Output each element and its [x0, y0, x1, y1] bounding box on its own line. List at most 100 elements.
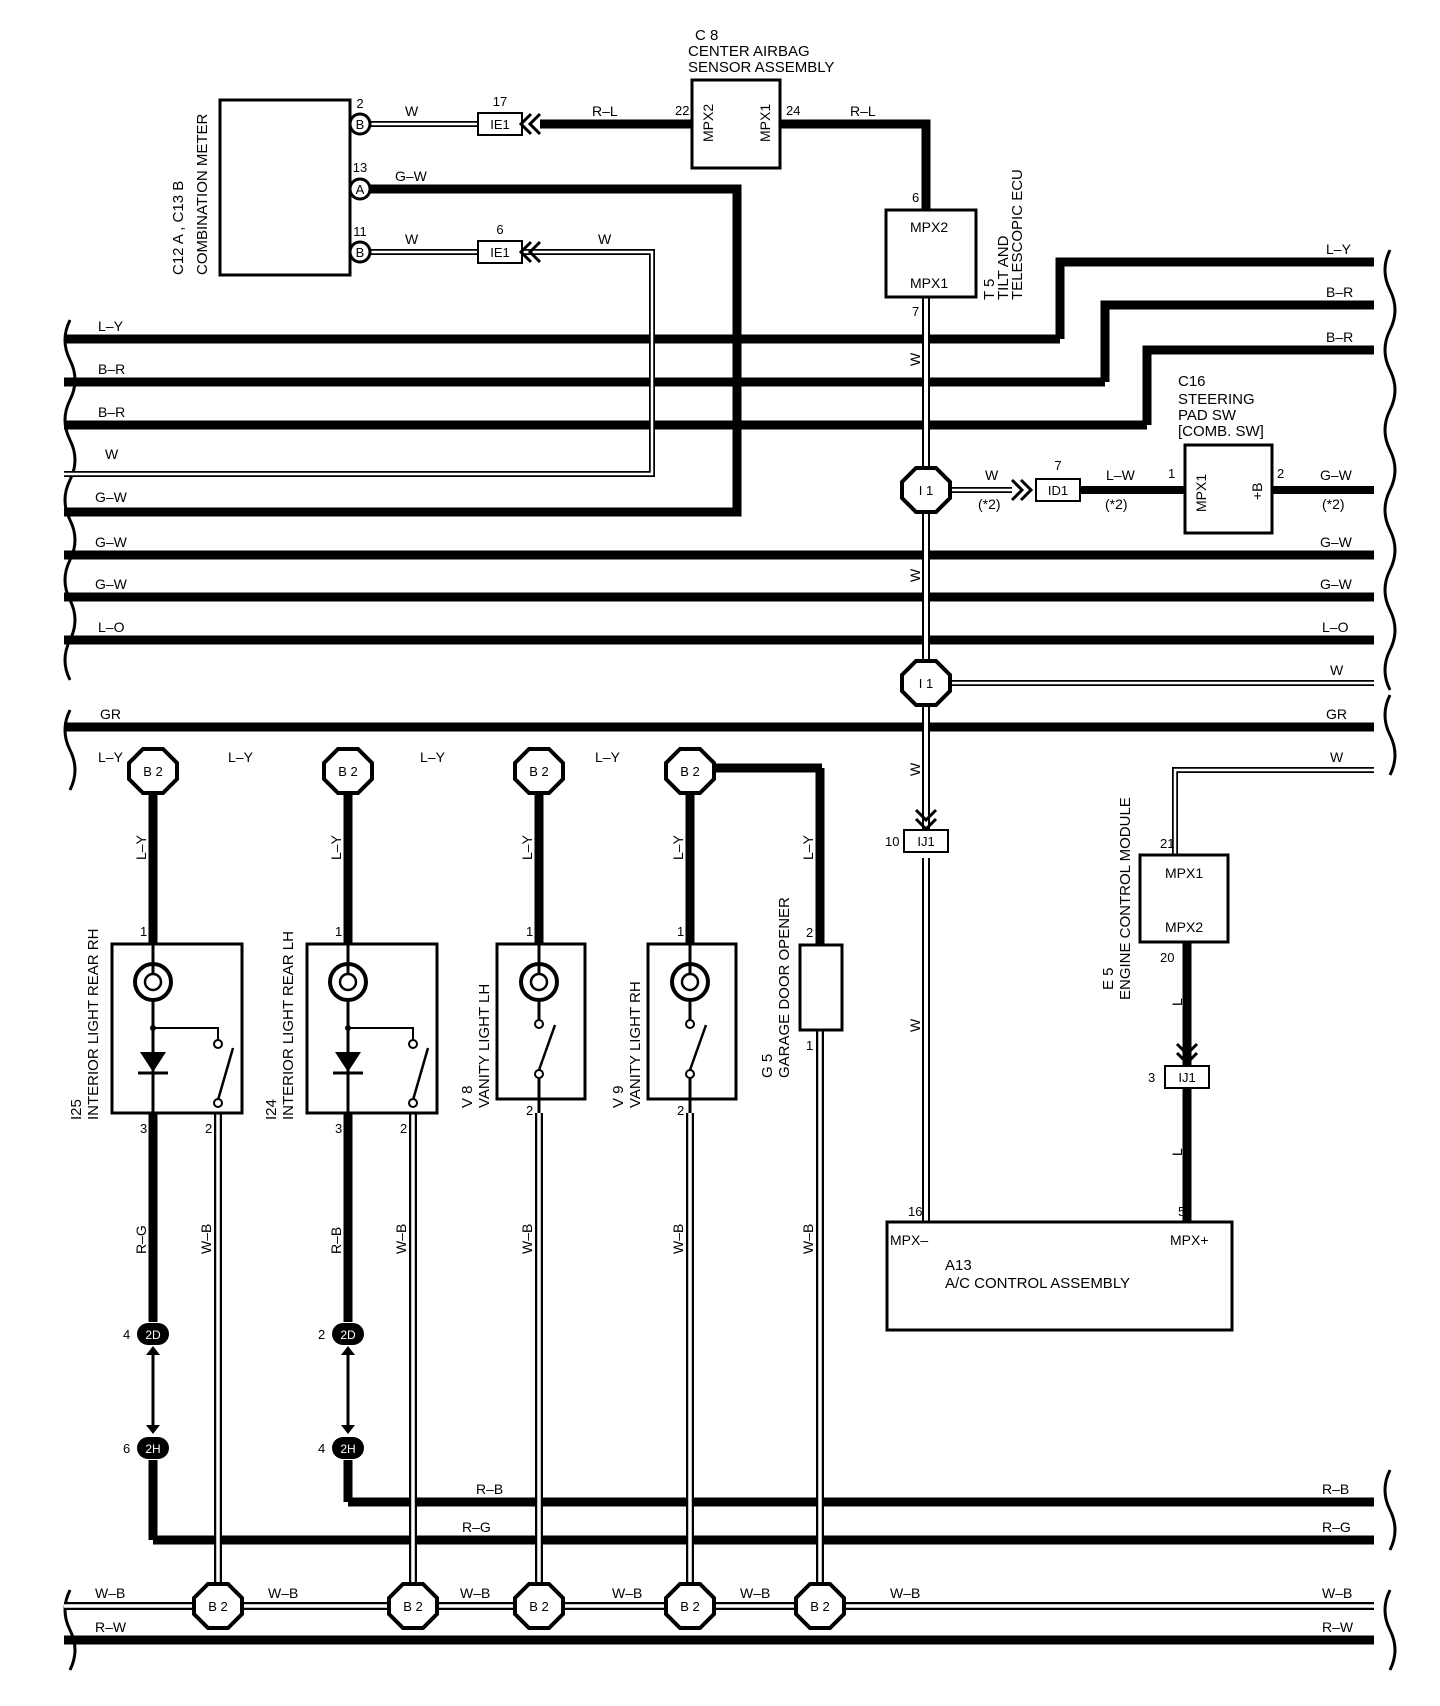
svg-text:(*2): (*2): [1322, 496, 1345, 512]
ac-pin-left: 16: [908, 1204, 922, 1219]
svg-text:2: 2: [400, 1121, 407, 1136]
garage-door-opener-box: [798, 943, 844, 1032]
svg-text:GR: GR: [1326, 706, 1347, 722]
svg-text:(*2): (*2): [1105, 496, 1128, 512]
airbag-mpx2: MPX2: [700, 104, 716, 142]
ac-mpx-plus: MPX+: [1170, 1232, 1209, 1248]
svg-text:W: W: [907, 762, 923, 776]
g5-id: G 5: [759, 1054, 776, 1078]
svg-text:L–Y: L–Y: [133, 834, 149, 860]
svg-text:B–R: B–R: [98, 404, 125, 420]
airbag-sensor-name1: CENTER AIRBAG: [688, 43, 810, 60]
splice-b2: B 2: [513, 747, 565, 795]
svg-text:B 2: B 2: [338, 764, 358, 779]
svg-text:W–B: W–B: [800, 1224, 816, 1254]
svg-text:2: 2: [205, 1121, 212, 1136]
svg-text:3: 3: [140, 1121, 147, 1136]
svg-text:3: 3: [335, 1121, 342, 1136]
steering-pin-right: 2: [1277, 466, 1284, 481]
steering-pad-box: [1183, 443, 1274, 535]
airbag-pin-left: 22: [675, 103, 689, 118]
splice-b2: B 2: [794, 1582, 846, 1630]
tilt-mpx1: MPX1: [910, 275, 948, 291]
ecm-id: E 5: [1100, 967, 1117, 990]
svg-text:L–O: L–O: [98, 619, 125, 635]
svg-text:R–L: R–L: [592, 103, 618, 119]
svg-text:B: B: [356, 117, 365, 132]
svg-text:W–B: W–B: [95, 1585, 125, 1601]
svg-text:7: 7: [1054, 458, 1061, 473]
svg-text:L–Y: L–Y: [800, 834, 816, 860]
svg-text:(*2): (*2): [978, 496, 1001, 512]
svg-text:B 2: B 2: [143, 764, 163, 779]
connector-2h-lh: 2H 4: [318, 1437, 364, 1459]
connector-2d-lh: 2D 2: [318, 1323, 364, 1345]
steering-name3: [COMB. SW]: [1178, 423, 1264, 440]
ac-id: A13: [945, 1257, 972, 1274]
splice-b2: B 2: [322, 747, 374, 795]
svg-text:2H: 2H: [145, 1442, 160, 1456]
svg-text:L–Y: L–Y: [328, 834, 344, 860]
i25-id: I25: [68, 1099, 85, 1120]
steering-name1: STEERING: [1178, 391, 1255, 408]
airbag-mpx1: MPX1: [757, 104, 773, 142]
combination-meter-name: COMBINATION METER: [194, 113, 211, 275]
svg-text:R–G: R–G: [1322, 1519, 1351, 1535]
svg-text:B–R: B–R: [1326, 284, 1353, 300]
gw-wire-meter13: [64, 184, 742, 517]
svg-text:IE1: IE1: [490, 117, 510, 132]
combination-meter-ids: C12 A , C13 B: [170, 181, 187, 275]
svg-text:G–W: G–W: [95, 576, 128, 592]
svg-text:L–Y: L–Y: [519, 834, 535, 860]
splice-row-top: B 2 B 2 B 2 B 2: [127, 747, 716, 795]
svg-text:W: W: [907, 352, 923, 366]
airbag-sensor-name2: SENSOR ASSEMBLY: [688, 59, 834, 76]
ij1-connector-a: IJ1 10: [885, 808, 949, 853]
ly-verticals: [148, 786, 695, 944]
bus-break-marks: [63, 249, 1397, 1671]
svg-text:W–B: W–B: [890, 1585, 920, 1601]
v9-name: VANITY LIGHT RH: [627, 981, 644, 1108]
tilt-pin-top: 6: [912, 190, 919, 205]
ac-mpx-minus: MPX–: [890, 1232, 928, 1248]
interior-light-rear-lh: 1 3 2: [305, 924, 439, 1136]
svg-text:13: 13: [353, 160, 367, 175]
ecm-box: [1138, 853, 1230, 944]
svg-text:I 1: I 1: [919, 483, 933, 498]
svg-text:W–B: W–B: [612, 1585, 642, 1601]
splice-row-bottom: B 2 B 2 B 2 B 2 B 2: [192, 1582, 846, 1630]
svg-text:R–B: R–B: [476, 1481, 503, 1497]
tilt-id: T 5: [981, 279, 998, 300]
svg-text:I 1: I 1: [919, 676, 933, 691]
vanity-light-lh: 1 2: [495, 924, 587, 1118]
svg-text:IJ1: IJ1: [917, 834, 934, 849]
tilt-pin-bot: 7: [912, 304, 919, 319]
svg-text:ID1: ID1: [1048, 483, 1068, 498]
g5-pin-top: 2: [806, 925, 813, 940]
wb-wires: [64, 1030, 1374, 1610]
splice-b2: B 2: [664, 747, 716, 795]
steering-plusb: +B: [1249, 482, 1265, 500]
svg-text:11: 11: [353, 224, 367, 239]
svg-text:G–W: G–W: [95, 489, 128, 505]
rl-wire-tilt: [780, 119, 931, 210]
junction-i1-lower: I 1: [900, 659, 952, 707]
svg-text:R–W: R–W: [95, 1619, 127, 1635]
splice-b2: B 2: [664, 1582, 716, 1630]
ecm-pin-bot: 20: [1160, 950, 1174, 965]
ie1-connector-a: IE1 17: [477, 94, 542, 136]
wire-labels-vertical: W W W W L L L–Y L–Y L–Y L–Y L–Y R–G W–B …: [133, 352, 1185, 1254]
ecm-pin-top: 21: [1160, 836, 1174, 851]
v8-name: VANITY LIGHT LH: [476, 984, 493, 1108]
svg-text:2: 2: [318, 1327, 325, 1342]
svg-text:R–L: R–L: [850, 103, 876, 119]
svg-text:W: W: [105, 446, 119, 462]
svg-text:B 2: B 2: [680, 764, 700, 779]
ac-name: A/C CONTROL ASSEMBLY: [945, 1275, 1130, 1292]
svg-text:B 2: B 2: [208, 1599, 228, 1614]
svg-text:L: L: [1169, 998, 1185, 1006]
mating-arrows-rh: [146, 1346, 160, 1434]
svg-text:R–G: R–G: [462, 1519, 491, 1535]
rg-rb-wires: [148, 1113, 1374, 1545]
